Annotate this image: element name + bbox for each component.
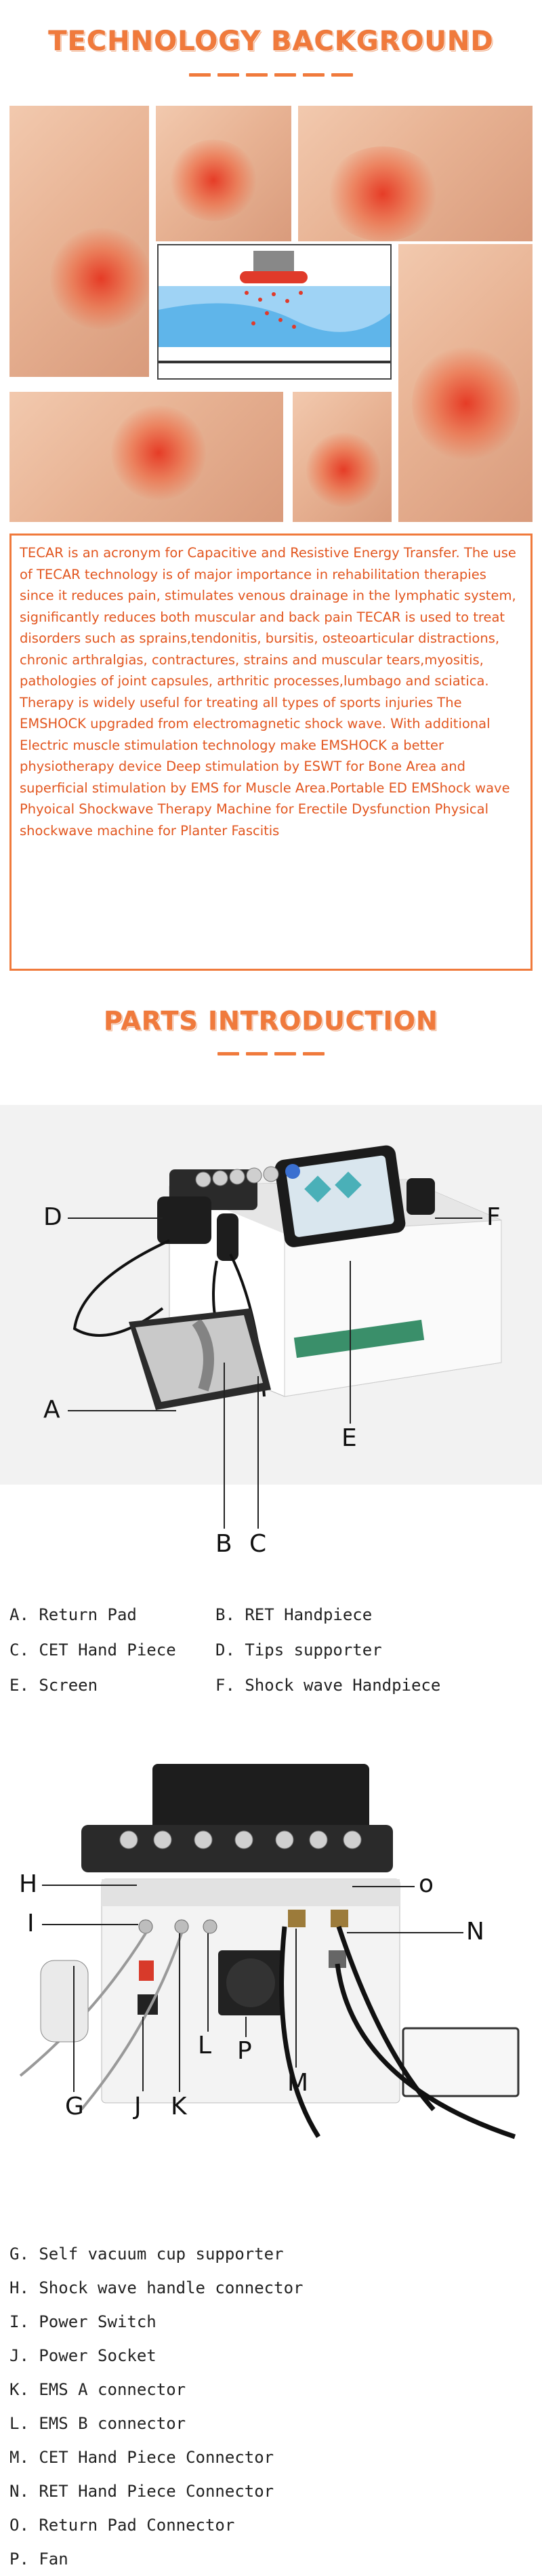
callout-a: A bbox=[43, 1396, 60, 1424]
leader-line-n bbox=[347, 1932, 463, 1933]
back-pain-photo bbox=[156, 106, 291, 241]
rear-legend-n: N. RET Hand Piece Connector bbox=[9, 2482, 274, 2501]
device-rear-view bbox=[0, 1757, 542, 2211]
leader-line-p bbox=[245, 2017, 247, 2037]
rear-legend-g: G. Self vacuum cup supporter bbox=[9, 2245, 284, 2263]
callout-k: K bbox=[171, 2093, 187, 2120]
leader-line-f bbox=[435, 1217, 482, 1219]
front-legend-a: A. Return Pad bbox=[9, 1605, 137, 1624]
front-legend-e: E. Screen bbox=[9, 1676, 98, 1695]
technology-description: TECAR is an acronym for Capacitive and R… bbox=[9, 534, 533, 971]
elbow-pain-photo bbox=[298, 106, 533, 241]
technology-background-heading: TECHNOLOGY BACKGROUND bbox=[48, 26, 494, 57]
callout-d: D bbox=[43, 1203, 62, 1231]
front-legend-c: C. CET Hand Piece bbox=[9, 1641, 176, 1659]
front-legend-d: D. Tips supporter bbox=[215, 1641, 382, 1659]
callout-j: J bbox=[134, 2093, 142, 2120]
callout-o: o bbox=[419, 1870, 434, 1898]
knee-hands-photo bbox=[293, 392, 392, 522]
therapy-diagram bbox=[157, 244, 392, 380]
leader-line-e bbox=[350, 1261, 351, 1424]
leader-line-b bbox=[224, 1363, 225, 1529]
callout-m: M bbox=[287, 2069, 309, 2097]
callout-b: B bbox=[215, 1530, 232, 1558]
rear-legend: G. Self vacuum cup supporter H. Shock wa… bbox=[9, 2237, 303, 2576]
leader-line-c bbox=[257, 1376, 259, 1529]
callout-l: L bbox=[198, 2032, 212, 2059]
device-rear-illustration bbox=[19, 1764, 520, 2139]
rear-legend-i: I. Power Switch bbox=[9, 2312, 157, 2331]
rear-legend-o: O. Return Pad Connector bbox=[9, 2516, 235, 2535]
callout-g: G bbox=[65, 2093, 84, 2120]
parts-introduction-heading: PARTS INTRODUCTION bbox=[104, 1006, 438, 1036]
rear-legend-m: M. CET Hand Piece Connector bbox=[9, 2448, 274, 2467]
leader-line-i bbox=[42, 1924, 138, 1925]
callout-h: H bbox=[19, 1870, 38, 1898]
leader-line-j bbox=[142, 2017, 144, 2091]
rear-legend-h: H. Shock wave handle connector bbox=[9, 2278, 304, 2297]
leader-line-k bbox=[179, 1933, 180, 2092]
shockwave-diagram-icon bbox=[159, 251, 390, 363]
front-legend-b: B. RET Handpiece bbox=[215, 1605, 373, 1624]
front-legend-f: F. Shock wave Handpiece bbox=[215, 1676, 441, 1695]
leader-line-l bbox=[207, 1933, 209, 2032]
callout-i: I bbox=[27, 1910, 35, 1937]
heading-underline bbox=[0, 73, 542, 77]
device-front-view bbox=[0, 1105, 542, 1485]
heading-underline bbox=[0, 1052, 542, 1055]
knee-joint-photo bbox=[9, 392, 283, 522]
device-front-illustration bbox=[72, 1145, 502, 1410]
leader-line-m bbox=[295, 1929, 297, 2068]
rear-legend-l: L. EMS B connector bbox=[9, 2414, 186, 2433]
rear-legend-k: K. EMS A connector bbox=[9, 2380, 186, 2399]
leader-line-h bbox=[42, 1885, 137, 1886]
leg-pain-photo bbox=[398, 244, 533, 522]
knee-pain-photo bbox=[9, 106, 149, 377]
leader-line-o bbox=[352, 1886, 415, 1887]
leader-line-g bbox=[73, 1966, 75, 2092]
leader-line-a bbox=[68, 1410, 176, 1411]
callout-p: P bbox=[237, 2037, 252, 2065]
rear-legend-p: P. Fan bbox=[9, 2550, 68, 2569]
callout-f: F bbox=[486, 1203, 501, 1231]
callout-c: C bbox=[249, 1530, 267, 1558]
rear-legend-j: J. Power Socket bbox=[9, 2346, 157, 2365]
callout-n: N bbox=[466, 1918, 484, 1946]
callout-e: E bbox=[341, 1424, 357, 1452]
leader-line-d bbox=[68, 1217, 163, 1219]
